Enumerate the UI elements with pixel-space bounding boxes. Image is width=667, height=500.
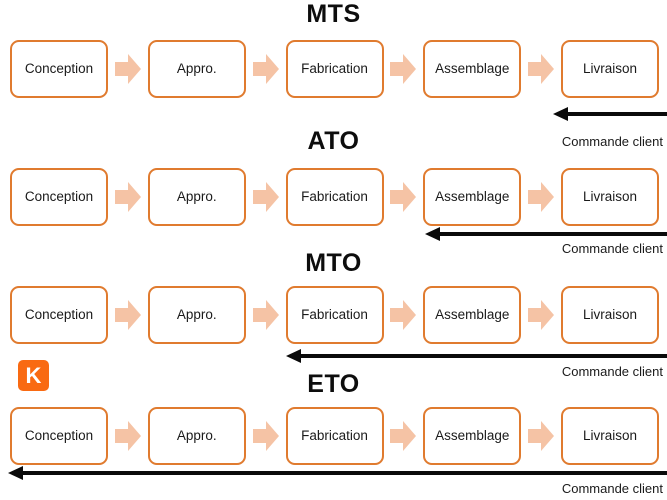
row-title-mts: MTS (306, 0, 361, 28)
chevron-right-icon (390, 54, 417, 84)
stage-conception-eto[interactable]: Conception (10, 407, 108, 465)
stage-fabrication-mto[interactable]: Fabrication (285, 286, 384, 344)
stage-assemblage-ato[interactable]: Assemblage (423, 168, 522, 226)
process-chain-eto: Conception Appro. Fabrication Assemblage… (10, 407, 659, 465)
stage-conception-mts[interactable]: Conception (10, 40, 108, 98)
brand-logo-k: K (18, 360, 49, 391)
stage-conception-ato[interactable]: Conception (10, 168, 108, 226)
demand-label-ato: Commande client (561, 241, 663, 256)
demand-arrow-mts (553, 107, 667, 121)
demand-arrow-eto (8, 466, 667, 480)
chevron-right-icon (252, 182, 279, 212)
row-title-mto: MTO (305, 249, 362, 277)
row-title-ato: ATO (307, 127, 360, 155)
chevron-right-icon (528, 421, 555, 451)
chevron-right-icon (390, 300, 417, 330)
stage-livraison-eto[interactable]: Livraison (561, 407, 659, 465)
chevron-right-icon (114, 300, 141, 330)
process-chain-ato: Conception Appro. Fabrication Assemblage… (10, 168, 659, 226)
demand-arrow-mto (286, 349, 667, 363)
process-chain-mts: Conception Appro. Fabrication Assemblage… (10, 40, 659, 98)
chevron-right-icon (528, 54, 555, 84)
chevron-right-icon (528, 300, 555, 330)
demand-label-mto: Commande client (561, 364, 663, 379)
stage-livraison-mts[interactable]: Livraison (561, 40, 659, 98)
stage-appro-mts[interactable]: Appro. (147, 40, 246, 98)
stage-fabrication-eto[interactable]: Fabrication (285, 407, 384, 465)
stage-appro-ato[interactable]: Appro. (147, 168, 246, 226)
chevron-right-icon (114, 421, 141, 451)
chevron-right-icon (252, 421, 279, 451)
stage-fabrication-mts[interactable]: Fabrication (285, 40, 384, 98)
stage-assemblage-eto[interactable]: Assemblage (423, 407, 522, 465)
stage-fabrication-ato[interactable]: Fabrication (285, 168, 384, 226)
stage-livraison-ato[interactable]: Livraison (561, 168, 659, 226)
chevron-right-icon (390, 421, 417, 451)
chevron-right-icon (252, 54, 279, 84)
stage-conception-mto[interactable]: Conception (10, 286, 108, 344)
row-title-eto: ETO (307, 370, 360, 398)
stage-livraison-mto[interactable]: Livraison (561, 286, 659, 344)
demand-arrow-ato (425, 227, 667, 241)
chevron-right-icon (114, 182, 141, 212)
demand-label-eto: Commande client (561, 481, 663, 496)
stage-assemblage-mto[interactable]: Assemblage (423, 286, 522, 344)
chevron-right-icon (528, 182, 555, 212)
chevron-right-icon (252, 300, 279, 330)
process-chain-mto: Conception Appro. Fabrication Assemblage… (10, 286, 659, 344)
demand-label-mts: Commande client (561, 134, 663, 149)
chevron-right-icon (390, 182, 417, 212)
stage-appro-eto[interactable]: Appro. (147, 407, 246, 465)
chevron-right-icon (114, 54, 141, 84)
stage-assemblage-mts[interactable]: Assemblage (423, 40, 522, 98)
stage-appro-mto[interactable]: Appro. (147, 286, 246, 344)
